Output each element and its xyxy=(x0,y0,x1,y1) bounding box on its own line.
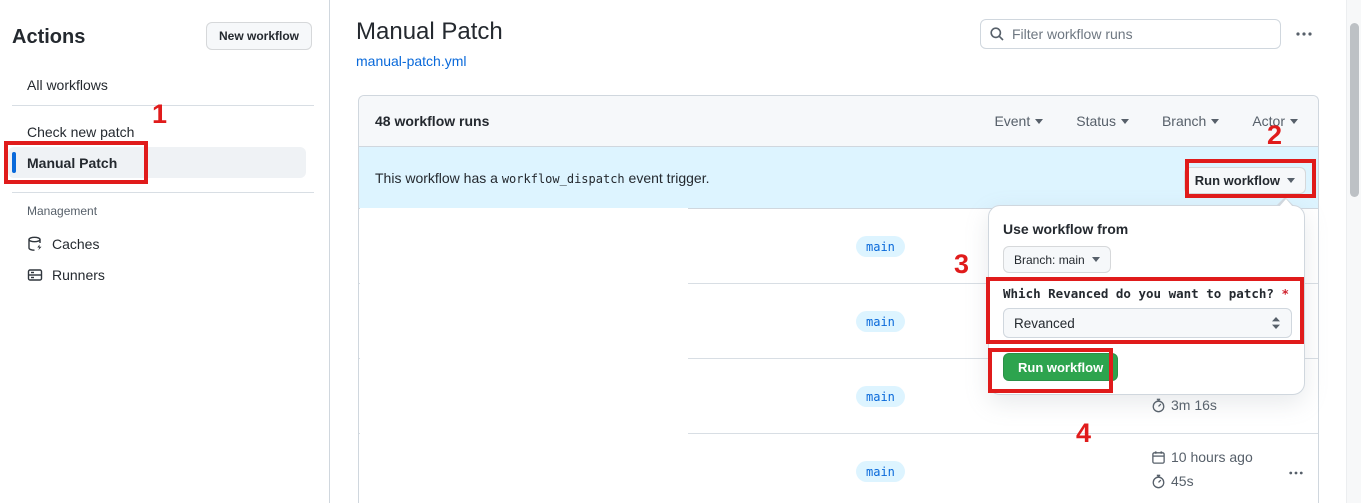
revanced-select[interactable]: Revanced xyxy=(1003,308,1292,338)
branch-filter-dropdown[interactable]: Branch xyxy=(1162,113,1220,129)
run-workflow-dropdown-button[interactable]: Run workflow xyxy=(1183,167,1306,194)
run-workflow-dialog: Use workflow from Branch: main Which Rev… xyxy=(988,197,1305,395)
redacted-area xyxy=(360,208,688,503)
run-workflow-submit-button[interactable]: Run workflow xyxy=(1003,353,1119,381)
chevron-down-icon xyxy=(1211,118,1220,124)
calendar-icon xyxy=(1151,450,1166,465)
filter-workflow-runs-input[interactable] xyxy=(1012,26,1272,42)
scrollbar-track[interactable] xyxy=(1346,0,1361,503)
sidebar-item-runners[interactable]: Runners xyxy=(27,267,105,283)
workflow-dispatch-banner: This workflow has a workflow_dispatch ev… xyxy=(359,147,1318,209)
management-heading: Management xyxy=(27,204,98,218)
stopwatch-icon xyxy=(1151,398,1166,413)
sidebar-item-caches-label: Caches xyxy=(52,236,100,252)
chevron-down-icon xyxy=(1290,118,1298,124)
run-row-kebab-button[interactable] xyxy=(1281,462,1311,484)
cache-icon xyxy=(27,236,43,252)
branch-badge[interactable]: main xyxy=(856,386,905,407)
chevron-down-icon xyxy=(1035,118,1044,124)
stopwatch-icon xyxy=(1151,474,1166,489)
search-icon xyxy=(989,26,1005,42)
sidebar-divider xyxy=(12,192,314,193)
actions-sidebar: Actions New workflow All workflows Check… xyxy=(0,0,330,503)
required-asterisk: * xyxy=(1281,286,1289,301)
runs-list-header: 48 workflow runs Event Status Branch Act… xyxy=(359,96,1318,147)
run-duration: 45s xyxy=(1151,473,1194,489)
branch-badge[interactable]: main xyxy=(856,236,905,257)
chevron-down-icon xyxy=(1287,178,1295,183)
workflow-options-kebab-button[interactable] xyxy=(1289,21,1319,47)
chevron-down-icon xyxy=(1091,257,1100,262)
runs-count: 48 workflow runs xyxy=(375,113,490,129)
chevron-down-icon xyxy=(1120,118,1129,124)
branch-select-button[interactable]: Branch: main xyxy=(1003,246,1111,273)
sidebar-divider xyxy=(12,105,314,106)
branch-badge[interactable]: main xyxy=(856,311,905,332)
sidebar-item-caches[interactable]: Caches xyxy=(27,236,99,252)
sidebar-item-manual-patch[interactable] xyxy=(8,147,306,178)
selected-accent-bar xyxy=(12,152,16,173)
sidebar-item-all-workflows[interactable]: All workflows xyxy=(27,77,108,93)
status-filter-dropdown[interactable]: Status xyxy=(1076,113,1129,129)
runners-icon xyxy=(27,267,43,283)
updown-icon xyxy=(1271,316,1281,330)
new-workflow-button[interactable]: New workflow xyxy=(206,22,313,50)
workflow-file-link[interactable]: manual-patch.yml xyxy=(356,53,467,69)
run-time: 10 hours ago xyxy=(1151,449,1253,465)
sidebar-title: Actions xyxy=(12,26,86,48)
filter-workflow-runs-box[interactable] xyxy=(980,19,1281,49)
sidebar-item-runners-label: Runners xyxy=(52,267,105,283)
banner-text: This workflow has a workflow_dispatch ev… xyxy=(375,169,710,186)
runs-filters: Event Status Branch Actor xyxy=(994,113,1302,129)
run-duration: 3m 16s xyxy=(1151,397,1217,413)
dialog-input-label: Which Revanced do you want to patch? * xyxy=(1003,286,1289,301)
sidebar-item-check-new-patch[interactable]: Check new patch xyxy=(27,124,135,140)
event-filter-dropdown[interactable]: Event xyxy=(994,113,1044,129)
page-title: Manual Patch xyxy=(356,18,503,45)
dialog-heading: Use workflow from xyxy=(1003,221,1129,237)
scrollbar-thumb[interactable] xyxy=(1350,23,1359,197)
actor-filter-dropdown[interactable]: Actor xyxy=(1252,113,1298,129)
sidebar-item-manual-patch-label: Manual Patch xyxy=(27,155,118,171)
branch-badge[interactable]: main xyxy=(856,461,905,482)
workflow-dispatch-code: workflow_dispatch xyxy=(501,171,625,186)
